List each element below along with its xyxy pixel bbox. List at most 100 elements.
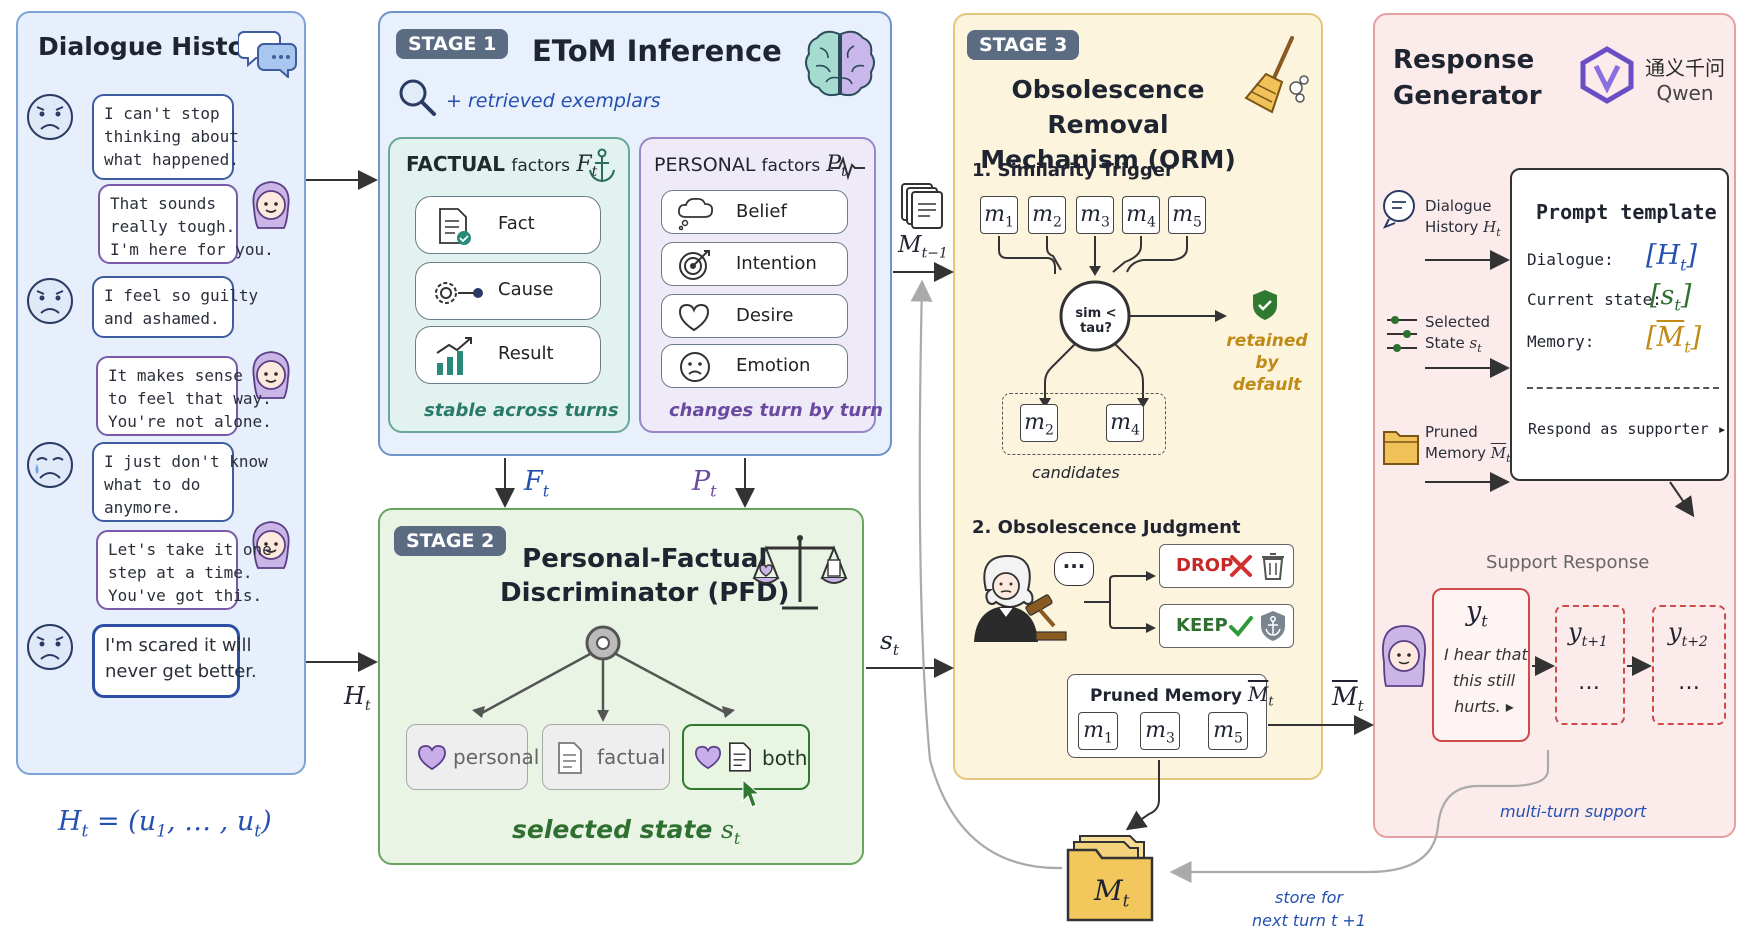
- supporter-message-bubble: That sounds really tough. I'm here for y…: [98, 184, 274, 264]
- prompt-row-state: Current state:: [1527, 290, 1662, 309]
- pruned-memory-item: m3: [1140, 712, 1180, 750]
- response-text: I hear that this still hurts. ▸: [1444, 645, 1528, 716]
- dialogue-formula: Ht = (u1, … , ut): [58, 806, 272, 842]
- future-response-card: [1555, 605, 1625, 725]
- supporter-avatar-icon: [252, 521, 290, 569]
- anchor-shield-icon: [1261, 611, 1285, 641]
- pfd-option-both[interactable]: both: [682, 724, 810, 790]
- crying-face-icon: [27, 442, 73, 488]
- prompt-template-card: [1510, 168, 1729, 481]
- chat-bubbles-icon: [238, 31, 297, 78]
- pruned-memory-item: m1: [1078, 712, 1118, 750]
- sad-face-icon: [27, 278, 73, 324]
- similarity-threshold-node: sim < tau?: [1075, 306, 1117, 336]
- fact-factor-item: Fact: [415, 196, 601, 254]
- future-response-dots: …: [1578, 670, 1600, 695]
- flow-label-s: st: [880, 626, 899, 659]
- broom-icon: [1244, 36, 1309, 114]
- pruned-memory-title: Pruned Memory Mt: [1090, 682, 1274, 710]
- dialogue-bubble-icon: [1382, 190, 1415, 229]
- memory-item: m1: [980, 196, 1018, 234]
- gear-icon: [435, 282, 483, 304]
- sliders-icon: [1387, 316, 1417, 352]
- support-response-heading: Support Response: [1486, 552, 1650, 573]
- flow-label-P: Pt: [692, 466, 717, 501]
- stage2-badge: STAGE 2: [394, 526, 507, 556]
- brain-icon: [805, 30, 875, 97]
- prompt-divider: [1527, 387, 1719, 389]
- user-message-bubble: I just don't know what to do anymore.: [92, 442, 268, 522]
- personal-factors-header: PERSONAL factors Pt: [654, 152, 847, 180]
- anchor-icon: [589, 148, 615, 183]
- pfd-decision-tree: [472, 625, 735, 722]
- intention-factor-item: Intention: [661, 242, 848, 286]
- keep-decision: KEEP: [1159, 604, 1294, 648]
- sad-face-icon: [27, 624, 73, 670]
- prompt-template-title: Prompt template: [1536, 200, 1717, 224]
- stage3-badge: STAGE 3: [967, 30, 1080, 60]
- pfd-option-personal: personal: [406, 724, 539, 790]
- selected-state-input-label: Selected State st: [1425, 313, 1491, 355]
- qwen-logo-text: 通义千问 Qwen: [1645, 56, 1725, 105]
- pruned-memory-item: m5: [1208, 712, 1248, 750]
- emotion-factor-item: Emotion: [661, 344, 848, 388]
- user-message-bubble: I can't stop thinking about what happene…: [92, 94, 239, 180]
- qwen-logo-icon: [1580, 46, 1634, 104]
- magnifier-icon: [399, 79, 436, 116]
- future-response-symbol: yt+1: [1568, 618, 1608, 650]
- factual-factors-header: FACTUAL factors Ft: [406, 152, 598, 180]
- pfd-option-factual: factual: [542, 724, 670, 790]
- stage1-badge: STAGE 1: [396, 29, 509, 59]
- stage3-panel: [953, 13, 1323, 780]
- bar-growth-icon: [436, 337, 472, 375]
- flow-label-M-prev: Mt−1: [898, 232, 948, 262]
- cause-factor-item: Cause: [415, 262, 601, 320]
- document-icon: [729, 742, 751, 772]
- candidate-memory: m4: [1106, 404, 1144, 442]
- selected-state-caption: selected state st: [512, 815, 741, 848]
- user-message-bubble: I feel so guilty and ashamed.: [92, 276, 258, 338]
- supporter-message-bubble: It makes sense to feel that way. You're …: [96, 356, 272, 436]
- pulse-icon: [831, 156, 865, 180]
- similarity-trigger-flow: [998, 236, 1227, 408]
- drop-decision: DROP: [1159, 544, 1294, 588]
- current-user-message-bubble: I'm scared it will never get better.: [92, 624, 257, 698]
- future-response-symbol: yt+2: [1668, 618, 1708, 650]
- factual-caption: stable across turns: [424, 400, 619, 421]
- trash-icon: [1262, 553, 1284, 580]
- stage2-panel: [378, 508, 864, 865]
- memory-docs-icon: [901, 183, 943, 229]
- document-icon: [558, 742, 582, 774]
- multi-turn-label: multi-turn support: [1500, 802, 1647, 821]
- supporter-avatar-icon: [252, 181, 290, 229]
- scales-icon: [752, 535, 848, 610]
- red-cross-icon: [1230, 555, 1252, 577]
- judgment-branch: [1084, 571, 1156, 633]
- memory-item: m3: [1076, 196, 1114, 234]
- obsolescence-judgment-heading: 2. Obsolescence Judgment: [972, 517, 1241, 538]
- green-check-icon: [1229, 616, 1253, 637]
- cursor-icon: [742, 778, 761, 808]
- prompt-slot-state: [st]: [1650, 280, 1692, 315]
- folder-icon: [1383, 431, 1419, 465]
- thought-cloud-icon: [677, 197, 714, 231]
- personal-caption: changes turn by turn: [669, 400, 883, 421]
- flow-label-M-bar: Mt: [1332, 682, 1364, 715]
- heart-icon: [678, 303, 710, 332]
- flow-label-H: Ht: [344, 682, 371, 714]
- memory-item: m4: [1122, 196, 1160, 234]
- belief-factor-item: Belief: [661, 190, 848, 234]
- support-response-card: [1432, 588, 1530, 742]
- sad-face-icon: [27, 94, 73, 140]
- supporter-avatar-icon: [252, 351, 290, 399]
- memory-item: m5: [1168, 196, 1206, 234]
- candidates-label: candidates: [1032, 463, 1120, 482]
- similarity-trigger-heading: 1. Similarity Trigger: [972, 160, 1174, 181]
- memory-store-symbol: Mt: [1094, 874, 1130, 912]
- memory-item: m2: [1028, 196, 1066, 234]
